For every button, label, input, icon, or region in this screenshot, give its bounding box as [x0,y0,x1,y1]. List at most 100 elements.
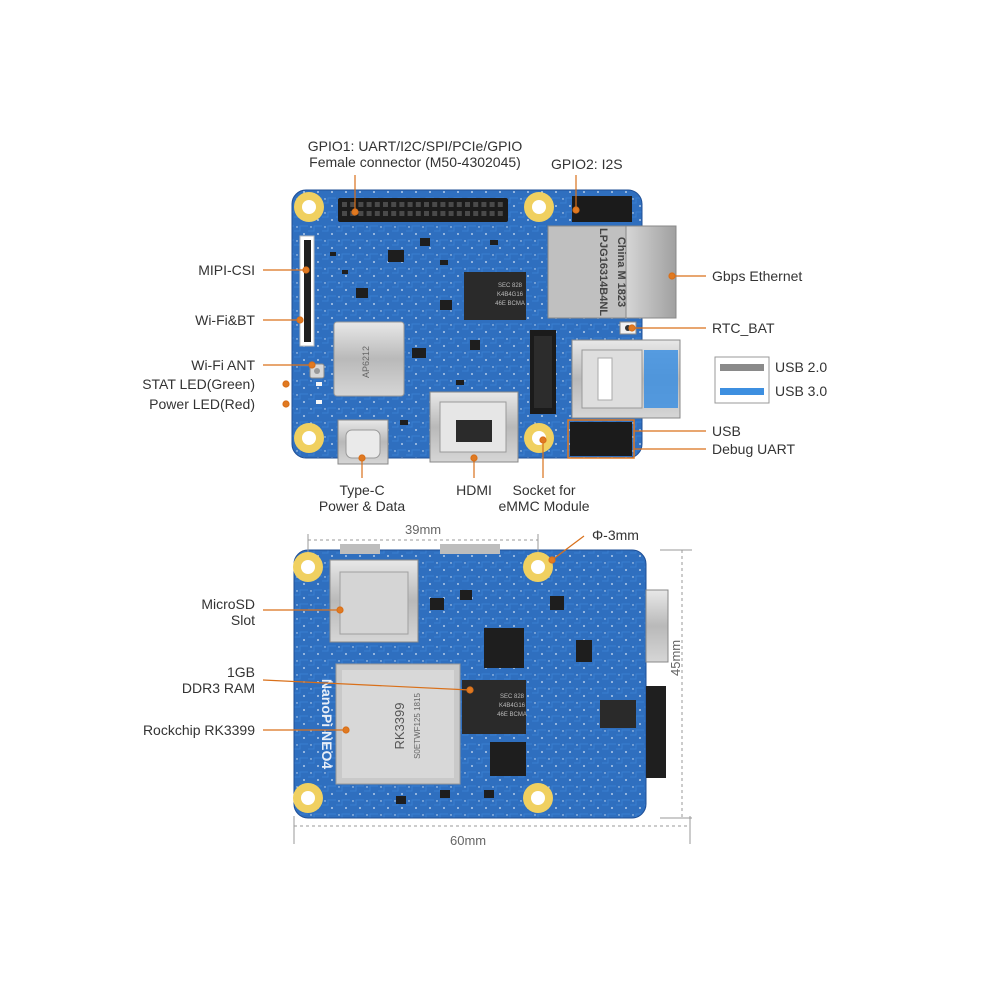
soc-label: Rockchip RK3399 [142,722,255,738]
gpio1-pin [424,211,429,216]
gpio1-pin [391,211,397,216]
soc-chip-code: S0ETWF125 1815 [413,693,422,759]
dim-width-39mm: 39mm [405,522,442,537]
gpio1-pin [448,202,454,207]
top-pcb: AP6212 SEC 828 K4B4G16 46E BCMA [291,189,681,465]
rk3399-soc: RK3399 S0ETWF125 1815 [335,663,461,785]
ram-chip-text-1: SEC 828 [498,283,523,289]
svg-text:AP6212: AP6212 [361,346,371,378]
gpio1-pin [415,211,421,216]
dim-height-45mm: 45mm [668,639,683,676]
gpio1-pin [456,211,462,216]
gpio1-pin [383,202,388,207]
emmc-socket-label: Socket for eMMC Module [490,482,598,514]
mipi-csi-label: MIPI-CSI [198,262,255,278]
gpio1-pin [440,202,446,207]
microsd-label-line2: Slot [230,612,255,628]
mount-hole-bottom-left [294,423,324,453]
mount-hole-top-left [294,192,324,222]
bottom-ram-text-2: K4B4G16 [499,703,526,709]
ram-label-line2: DDR3 RAM [181,680,255,696]
board-silkscreen-name: NanoPi NEO4 [319,679,335,769]
emmc-label-line1: Socket for [512,482,576,498]
wifi-ant-label: Wi-Fi ANT [191,357,255,373]
rtc-bat-label: RTC_BAT [712,320,775,336]
gpio1-pin [383,211,388,216]
gbps-ethernet-label: Gbps Ethernet [712,268,803,284]
legend-usb2-label: USB 2.0 [775,359,828,375]
gpio1-pin [497,202,503,207]
microsd-slot [329,559,419,643]
dim-width-60mm: 60mm [450,833,487,848]
mount-hole-bottom-mid [524,423,554,453]
wifi-antenna-connector [309,363,325,379]
gpio1-pin [473,202,479,207]
wifi-bt-module: AP6212 [333,321,405,397]
gpio1-pin [481,211,487,216]
bottom-ram-text-1: SEC 828 [500,694,525,700]
gpio2-label: GPIO2: I2S [551,156,623,172]
gpio1-pin [432,202,438,207]
ram-chip-text-3: 46E BCMA [495,301,525,307]
bottom-pcb: RK3399 S0ETWF125 1815 NanoPi NEO4 SEC 82… [293,544,669,819]
gpio1-pin [366,202,372,207]
gpio1-pin [350,202,356,207]
mipi-csi-connector [299,235,315,347]
microsd-label-line1: MicroSD [201,596,255,612]
gpio1-pin [342,202,347,207]
gpio1-pin [407,202,413,207]
bottom-ram-text-3: 46E BCMA [497,712,527,718]
mount-hole-top-mid [524,192,554,222]
usb-legend [714,356,770,404]
usb-port [571,339,681,419]
gpio1-pin [391,202,397,207]
gpio1-pin [358,211,364,216]
top-callout-lines [263,175,706,478]
usb-label: USB [712,423,741,439]
gpio1-pin [424,202,429,207]
microsd-label: MicroSD Slot [150,596,255,628]
debug-uart-label: Debug UART [712,441,796,457]
gpio1-header [338,198,508,222]
emmc-label-line2: eMMC Module [498,498,590,514]
hdmi-port [429,391,519,463]
gpio1-pin [415,202,421,207]
gpio1-pin [456,202,462,207]
gpio1-pin [465,202,470,207]
gpio1-pin [497,211,503,216]
stat-led-label: STAT LED(Green) [142,376,255,392]
gpio1-pin [481,202,487,207]
hdmi-label: HDMI [456,482,492,498]
gpio1-label-line2: Female connector (M50-4302045) [309,154,521,170]
type-c-label-line2: Power & Data [318,498,406,514]
gpio1-pin [489,202,495,207]
bottom-hole-top-mid [523,552,553,582]
power-led [316,400,322,404]
ethernet-jack-text-2: China M 1823 [615,237,627,307]
gpio1-pin [358,202,364,207]
dimension-lines [293,534,692,844]
gpio1-pin [374,211,380,216]
gpio1-pin [465,211,470,216]
bottom-hole-bottom-mid [523,783,553,813]
gpio1-label: GPIO1: UART/I2C/SPI/PCIe/GPIO Female con… [280,138,550,170]
gpio1-pin [374,202,380,207]
soc-chip-name: RK3399 [392,703,407,750]
type-c-label: Type-C Power & Data [300,482,424,514]
gpio1-pin [342,211,347,216]
emmc-socket-header [530,330,556,414]
wifi-bt-label: Wi-Fi&BT [195,312,255,328]
bottom-hole-top-left [293,552,323,582]
stat-led [316,382,322,386]
bottom-ics [396,590,636,804]
type-c-label-line1: Type-C [339,482,385,498]
gpio1-pin [440,211,446,216]
ram-label-line1: 1GB [226,664,255,680]
gpio1-pin [473,211,479,216]
gpio2-header [572,196,632,222]
ethernet-jack: LPJG16314B4NL China M 1823 [547,225,677,319]
gpio1-pin [399,211,405,216]
legend-usb3-label: USB 3.0 [775,383,828,399]
